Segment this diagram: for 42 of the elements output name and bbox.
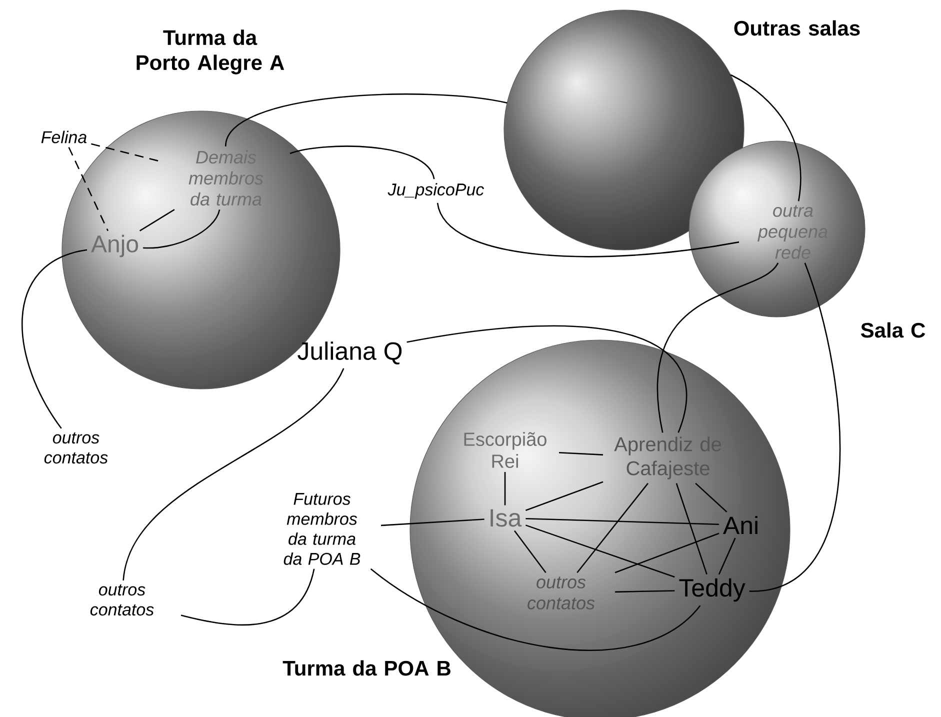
connector-line [615,590,675,593]
connector-line [749,262,840,592]
connector-line [122,368,344,581]
connector-line [718,538,736,575]
name-label: Teddy [679,578,746,602]
connector-line [657,262,779,433]
sphere-heading: Outras salas [734,20,860,36]
sphere-heading: Turma da POA B [282,660,450,676]
connector-line [68,146,108,232]
name-label: outros contatos [528,576,595,610]
connector-line [436,202,740,258]
connector-line [730,74,802,202]
connector-line [525,481,604,511]
connector-line [576,482,648,573]
connector-line [614,532,720,574]
connector-line [180,568,315,626]
connector-line [139,209,175,232]
connector-line [695,482,728,512]
connector-line [504,472,506,506]
name-label: Isa [490,509,522,527]
connector-line [143,209,220,249]
connector-line [514,530,546,573]
connector-line [526,518,719,525]
connector-line [22,249,88,429]
sphere-heading: Turma da Porto Alegre A [136,30,284,74]
name-label: Futuros membros da turma da POA B [284,493,360,565]
connector-line [380,518,484,526]
connector-line [525,524,675,578]
name-label: outros contatos [44,432,108,464]
connector-line [225,93,508,147]
name-label: Juliana Q [298,342,402,364]
connector-line [406,326,687,433]
name-label: Escorpião Rei [464,432,546,468]
name-label: Ju_psicoPuc [388,183,484,199]
name-label: outros contatos [90,584,154,616]
sphere-heading: Sala C [860,322,926,338]
connector-line [558,452,604,456]
connector-line [370,568,701,651]
name-label: Felina [41,130,87,144]
name-label: Ani [723,516,758,534]
connector-line [676,483,708,575]
name-label: Anjo [91,234,138,258]
